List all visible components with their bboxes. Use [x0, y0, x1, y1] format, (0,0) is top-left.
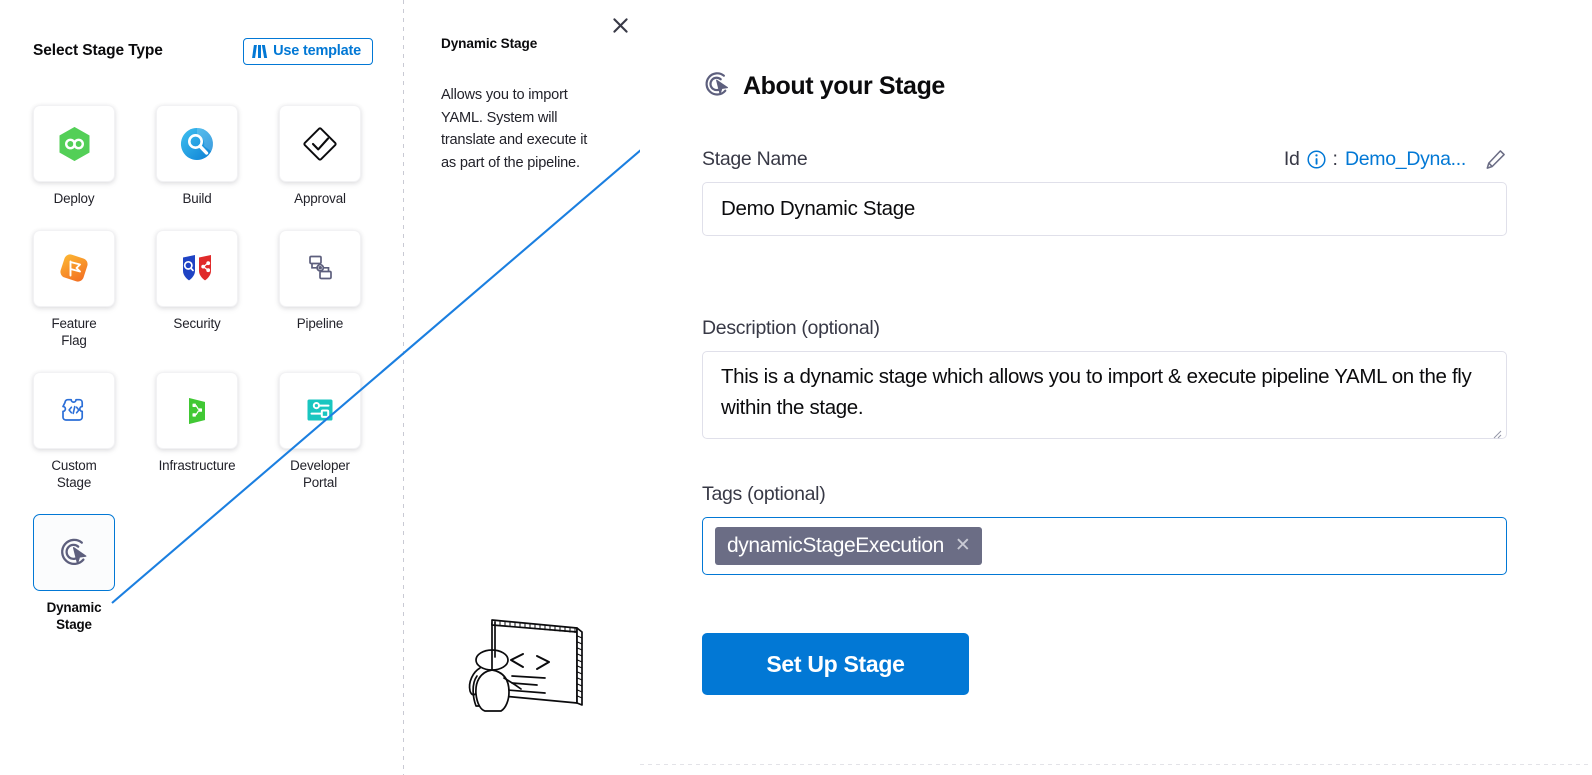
tag-chip-label: dynamicStageExecution	[727, 533, 944, 557]
tag-chip[interactable]: dynamicStageExecution ✕	[715, 527, 982, 565]
close-icon[interactable]	[607, 12, 633, 38]
stage-card[interactable]	[33, 229, 115, 307]
stage-type-pipeline[interactable]: Pipeline	[279, 229, 361, 350]
stage-info-description: Allows you to import YAML. System will t…	[441, 87, 588, 172]
stage-card[interactable]	[279, 105, 361, 182]
stage-card[interactable]	[279, 371, 361, 449]
select-stage-type-panel: Select Stage Type Use template	[0, 0, 403, 775]
bottom-divider	[640, 764, 1592, 765]
stage-type-developer-portal[interactable]: Developer Portal	[279, 371, 361, 492]
about-title: About your Stage	[743, 72, 945, 100]
stage-id-value: Demo_Dyna...	[1344, 147, 1466, 170]
infrastructure-icon	[182, 394, 212, 426]
stage-info-title: Dynamic Stage	[441, 36, 538, 51]
left-panel-header: Select Stage Type Use template	[33, 37, 373, 65]
stage-type-label: Pipeline	[296, 315, 344, 331]
stage-type-infrastructure[interactable]: Infrastructure	[156, 371, 238, 492]
stage-type-label: Developer Portal	[290, 457, 350, 491]
stage-type-approval[interactable]: Approval	[279, 105, 361, 208]
about-your-stage-panel: About your Stage Stage Name Id : Demo	[640, 0, 1592, 775]
stage-type-label: Feature Flag	[51, 315, 97, 349]
stage-type-label: Build	[182, 191, 212, 206]
description-textarea[interactable]: This is a dynamic stage which allows you…	[702, 351, 1507, 439]
tag-remove-icon[interactable]: ✕	[954, 535, 971, 556]
stage-name-field-block: Stage Name Id : Demo_Dyna...	[702, 145, 1507, 236]
security-shields-icon	[179, 252, 215, 284]
feature-flag-icon	[57, 251, 91, 285]
stage-card[interactable]	[279, 229, 361, 307]
stage-card[interactable]	[33, 513, 115, 591]
stage-type-label: Approval	[294, 191, 346, 206]
custom-stage-code-icon	[58, 394, 90, 426]
use-template-button[interactable]: Use template	[243, 37, 373, 65]
approval-checkdiamond-icon	[303, 126, 337, 161]
stage-info-panel: Dynamic Stage Allows you to import YAML.…	[404, 0, 640, 775]
use-template-label: Use template	[273, 43, 361, 59]
stage-type-feature-flag[interactable]: Feature Flag	[33, 229, 115, 350]
tags-row: Tags (optional)	[702, 480, 1507, 508]
build-magnifier-icon	[180, 127, 214, 161]
id-separator: :	[1332, 147, 1338, 170]
stage-type-dynamic-stage[interactable]: Dynamic Stage	[33, 513, 115, 634]
stage-type-label: Security	[173, 315, 221, 331]
stage-type-deploy[interactable]: Deploy	[33, 105, 115, 208]
id-label: Id	[1283, 147, 1300, 170]
stage-card[interactable]	[156, 229, 238, 307]
stage-type-label: Dynamic Stage	[46, 599, 102, 633]
stage-type-label: Infrastructure	[158, 457, 236, 473]
stage-card[interactable]	[156, 105, 238, 182]
pencil-edit-icon[interactable]	[1484, 148, 1507, 171]
set-up-stage-button[interactable]: Set Up Stage	[702, 633, 969, 695]
stage-card[interactable]	[33, 105, 115, 182]
stage-type-label: Custom Stage	[51, 457, 97, 491]
stage-type-security[interactable]: Security	[156, 229, 238, 350]
dynamic-stage-target-cursor-icon	[57, 535, 91, 569]
tags-label: Tags (optional)	[702, 482, 826, 505]
about-header: About your Stage	[702, 69, 945, 104]
stage-name-label: Stage Name	[702, 147, 808, 170]
dynamic-stage-target-cursor-icon	[702, 69, 732, 104]
stage-type-custom-stage[interactable]: Custom Stage	[33, 371, 115, 492]
stage-type-label: Deploy	[53, 191, 95, 206]
tags-field-block: Tags (optional) dynamicStageExecution ✕	[702, 480, 1507, 575]
person-presenting-code-board-illustration	[449, 598, 589, 713]
tags-input[interactable]: dynamicStageExecution ✕	[702, 517, 1507, 575]
description-label: Description (optional)	[702, 316, 880, 339]
stage-name-input[interactable]	[702, 182, 1507, 236]
stage-type-build[interactable]: Build	[156, 105, 238, 208]
info-circle-icon[interactable]	[1306, 149, 1326, 169]
developer-portal-icon	[304, 394, 336, 426]
description-field-block: Description (optional) This is a dynamic…	[702, 314, 1507, 444]
stage-id-row: Id : Demo_Dyna...	[1284, 148, 1507, 171]
pipeline-nodes-icon	[303, 253, 337, 283]
deploy-hexagon-icon	[58, 126, 91, 162]
template-bars-icon	[252, 44, 267, 58]
stage-name-row: Stage Name Id : Demo_Dyna...	[702, 145, 1507, 173]
stage-card[interactable]	[33, 371, 115, 449]
description-row: Description (optional)	[702, 314, 1507, 342]
page-title: Select Stage Type	[33, 42, 163, 59]
stage-type-grid: Deploy	[33, 105, 373, 634]
stage-card[interactable]	[156, 371, 238, 449]
